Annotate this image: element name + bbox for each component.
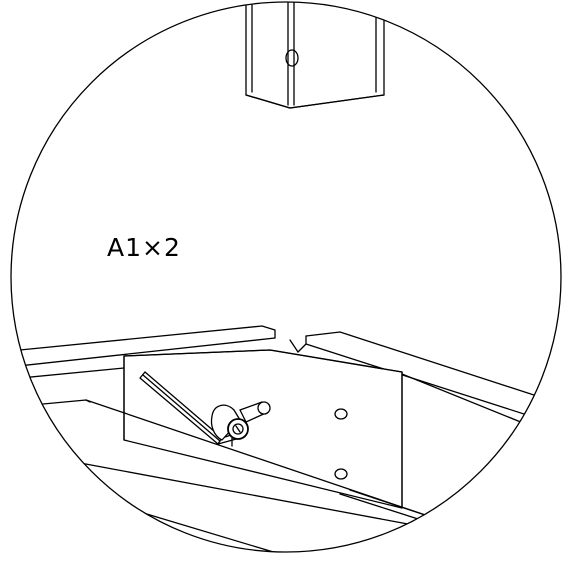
plate-hole-upper xyxy=(334,408,348,420)
corner-plate xyxy=(123,349,403,509)
detail-circle-outline xyxy=(10,1,562,553)
bolt-assembly xyxy=(210,401,271,447)
center-notch xyxy=(289,339,307,353)
plate-hole-lower xyxy=(334,468,348,480)
part-quantity-label: A1×2 xyxy=(107,233,181,262)
bracket-hole xyxy=(285,49,299,67)
top-bracket xyxy=(245,2,385,109)
